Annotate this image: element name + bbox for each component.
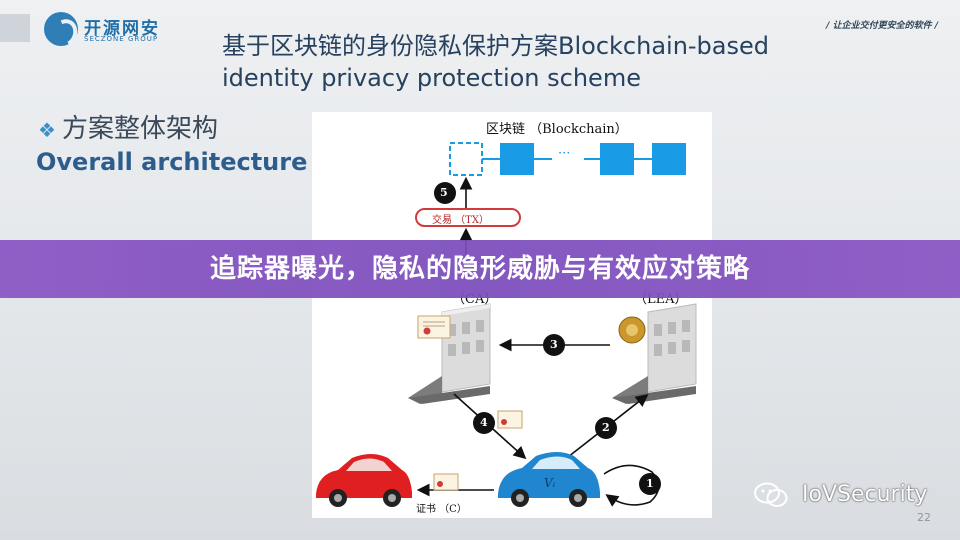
- diagram-svg: [316, 142, 697, 507]
- decorative-stripe: [0, 14, 30, 42]
- step-3-marker: [543, 334, 565, 356]
- step-2-label: 2: [602, 421, 610, 434]
- step-3-label: 3: [550, 338, 558, 351]
- step-1-marker: [639, 473, 661, 495]
- certificate-icon: [433, 473, 459, 491]
- pending-block: [449, 142, 483, 176]
- slogan: / 让企业交付更安全的软件 /: [826, 21, 938, 31]
- logo-name-en: SECZONE GROUP: [84, 35, 159, 43]
- logo-name-cn: 开源网安: [84, 19, 160, 39]
- banner-headline: 追踪器曝光，隐私的隐形威胁与有效应对策略: [209, 254, 750, 284]
- diamond-bullet-icon: ❖: [38, 118, 56, 142]
- ca-building-icon: [408, 303, 491, 404]
- logo-mark-icon: [44, 12, 78, 46]
- blockchain-label: 区块链 （Blockchain）: [486, 122, 628, 137]
- wechat-icon: [754, 482, 788, 507]
- page-number: 22: [917, 511, 931, 524]
- company-logo: 开源网安 SECZONE GROUP: [44, 12, 214, 48]
- step-2-marker: [595, 417, 617, 439]
- blue-vehicle-icon: [498, 452, 600, 507]
- tx-pill: [415, 208, 521, 227]
- chain-ellipsis: ···: [558, 146, 571, 161]
- section-title-en: Overall architecture: [36, 148, 308, 176]
- block: [652, 143, 686, 175]
- block: [600, 143, 634, 175]
- certificate-icon: [417, 315, 451, 339]
- section-title-cn: ❖方案整体架构: [38, 108, 218, 145]
- slide-title: 基于区块链的身份隐私保护方案Blockchain-based identity …: [222, 32, 770, 92]
- certificate-label: 证书 （C）: [416, 504, 467, 515]
- lea-building-icon: [612, 303, 697, 404]
- step-1-label: 1: [646, 477, 654, 490]
- police-badge-icon: [618, 316, 646, 344]
- step-4-marker: [473, 412, 495, 434]
- architecture-diagram: 区块链 （Blockchain） ··· 交易 （TX） 5 （CA） （LEA…: [312, 112, 712, 518]
- section-title-cn-text: 方案整体架构: [61, 114, 218, 144]
- step-4-label: 4: [480, 416, 488, 429]
- watermark-text: IoVSecurity: [802, 482, 928, 507]
- tx-label: 交易 （TX）: [432, 215, 489, 226]
- vehicle-label: Vᵢ: [544, 476, 556, 490]
- block: [500, 143, 534, 175]
- red-car-icon: [316, 454, 412, 507]
- certificate-icon: [497, 410, 523, 429]
- headline-banner: 追踪器曝光，隐私的隐形威胁与有效应对策略: [0, 240, 960, 298]
- step-5-marker: [434, 182, 456, 204]
- step-5-label: 5: [440, 186, 448, 199]
